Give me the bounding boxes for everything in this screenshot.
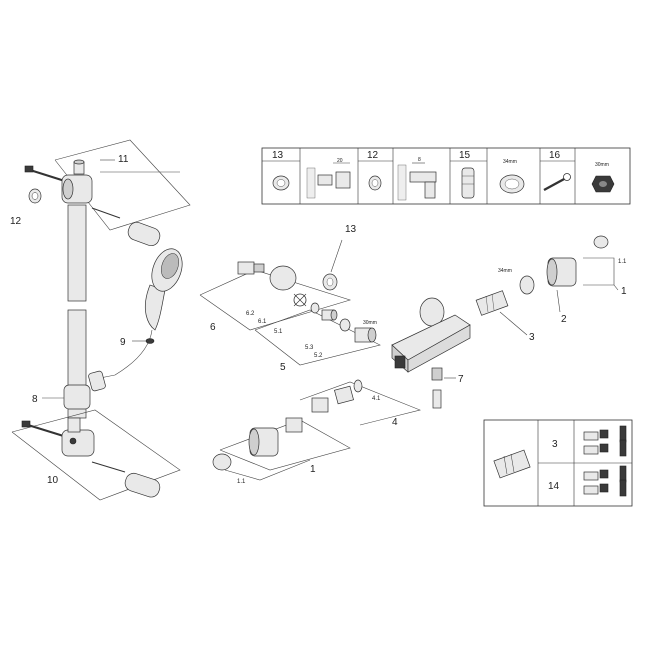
o-ring-4-1 [353,379,363,393]
dim-8: 8 [418,157,421,163]
shower-rail [67,204,87,302]
tools-table: 13 12 15 16 20 8 34mm [261,147,631,205]
callout-11: 11 [118,154,129,165]
hose-seal-9 [145,338,155,344]
variant-label-14: 14 [548,481,560,492]
top-bracket [61,159,93,204]
bottom-bracket [61,417,95,457]
union-3 [475,290,509,316]
callout-1-right: 1 [621,286,627,297]
callout-5-2: 5.2 [314,353,323,359]
shower-rail-assembly: 11 12 9 8 10 [10,139,191,501]
callout-1-1-lower: 1.1 [237,479,246,485]
callout-6: 6 [210,322,216,333]
callout-5-1: 5.1 [274,329,283,335]
handle-2 [546,257,577,287]
cap-1-1 [593,235,609,249]
dim-30mm: 30mm [363,320,377,326]
o-ring-5-2 [339,318,351,332]
variant-label-3: 3 [552,439,558,450]
callout-13: 13 [345,224,357,235]
callout-7: 7 [458,374,464,385]
check-icons-row-14 [583,465,627,497]
depth-diagram-8: 8 [397,157,437,201]
callout-2: 2 [561,314,567,325]
callout-10: 10 [47,475,59,486]
dim-34mm: 34mm [498,268,512,274]
callout-4: 4 [392,417,398,428]
callout-1-lower: 1 [310,464,316,475]
gear-washer-5-1 [293,293,307,307]
callout-6-1: 6.1 [258,319,267,325]
s-union-6-2 [237,261,265,275]
bracket-cap [127,221,161,247]
callout-9: 9 [120,337,126,348]
nut-5-3 [321,309,338,321]
callout-5-3: 5.3 [305,345,314,351]
cartridge-15-icon [461,167,475,199]
nut-34mm [519,275,535,295]
tool-label-13: 13 [272,150,284,161]
thermostat-body [391,297,471,373]
callout-3: 3 [529,332,535,343]
cap-1-1-lower [212,453,232,471]
bottom-cap [124,472,161,498]
tool-label-15: 15 [459,150,471,161]
slider-8 [63,370,106,410]
rosette-6-1 [269,265,297,291]
callout-4-1: 4.1 [372,396,381,402]
hex-nut-30mm-icon [591,175,615,193]
dim-30mm-tool: 30mm [595,162,609,168]
check-valve-4 [311,379,363,413]
callout-8: 8 [32,394,38,405]
tool-label-16: 16 [549,150,561,161]
handle-1-lower [248,417,303,457]
callout-5: 5 [280,362,286,373]
check-icons-row-3 [583,425,627,457]
tool-label-12: 12 [367,150,379,161]
hand-shower [144,248,183,331]
callout-1-1-right: 1.1 [618,259,627,265]
filter-7 [431,367,443,409]
eccentric-30mm [354,327,377,343]
washer-5-1 [310,302,320,314]
thermostat-assembly: 30mm 3 34mm 2 1.1 1 [199,224,627,485]
wrench-16-icon [543,173,571,192]
depth-diagram-20: 20 [306,158,351,199]
dim-34mm-tool: 34mm [503,159,517,165]
union-detail [493,449,531,479]
callout-6-2: 6.2 [246,311,255,317]
screw-top [24,165,69,183]
dim-20: 20 [337,158,343,164]
callout-12: 12 [10,216,22,227]
variant-table: 3 14 [483,419,633,507]
